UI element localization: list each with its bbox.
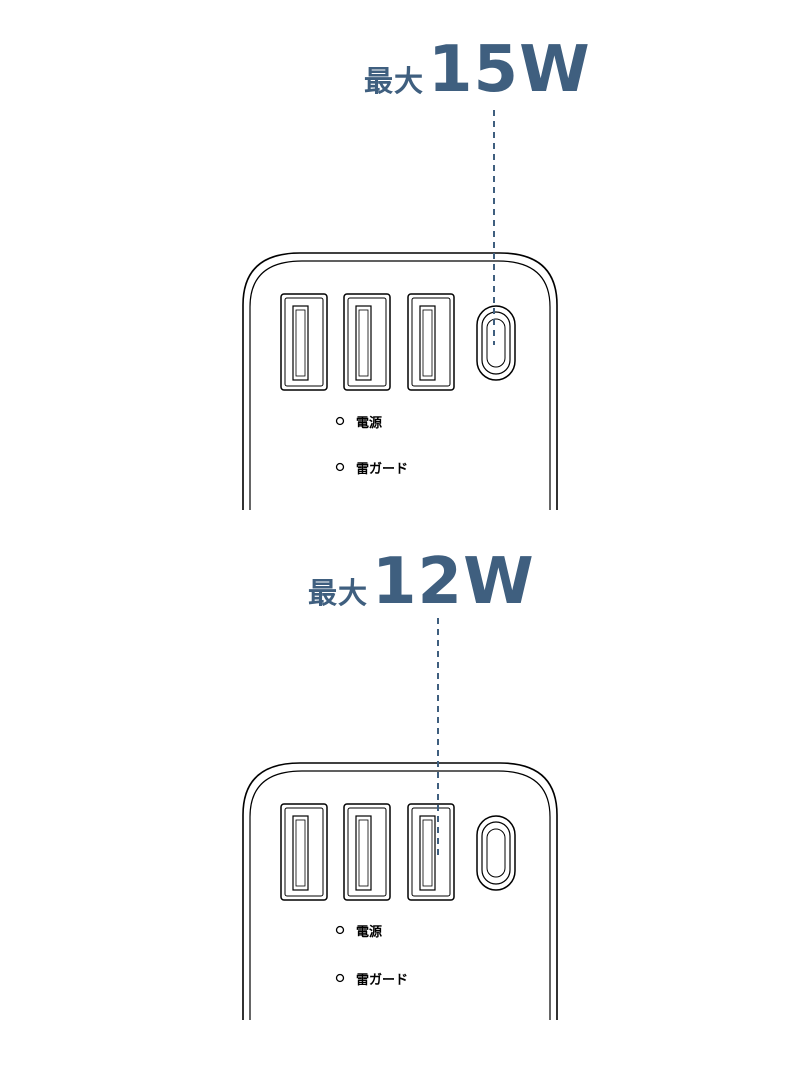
device-body-inner-outline: [249, 260, 551, 510]
power-indicator-label: 電源: [356, 416, 383, 431]
usb-c-port: [476, 815, 516, 891]
surge-led-icon: [335, 462, 345, 472]
usb-a-port-3: [407, 293, 455, 391]
callout-prefix: 最大: [364, 64, 425, 98]
power-strip-drawing-bottom: [242, 618, 558, 1020]
power-led-icon: [335, 925, 345, 935]
device-body-outline: [242, 252, 558, 510]
usb-a-port-1: [280, 293, 328, 391]
surge-led-icon: [335, 973, 345, 983]
callout-prefix: 最大: [308, 576, 369, 610]
power-led-icon: [335, 416, 345, 426]
max-output-callout: 最大 15W: [364, 38, 591, 102]
max-output-callout: 最大 12W: [308, 550, 535, 614]
power-strip-drawing-top: [242, 110, 558, 510]
surge-indicator-label: 雷ガード: [356, 462, 409, 477]
panel-usb-a: 最大 12W 電源 雷ガード: [0, 510, 800, 1020]
surge-indicator-label: 雷ガード: [356, 973, 409, 988]
power-indicator-label: 電源: [356, 925, 383, 940]
callout-wattage: 12W: [372, 545, 535, 619]
usb-a-port-2: [343, 293, 391, 391]
usb-a-port-3: [407, 803, 455, 901]
callout-wattage: 15W: [428, 33, 591, 107]
device-body-inner-outline: [249, 770, 551, 1020]
usb-a-port-1: [280, 803, 328, 901]
usb-c-port: [476, 305, 516, 381]
device-body-outline: [242, 762, 558, 1020]
panel-usb-c: 最大 15W 電源 雷ガード: [0, 0, 800, 510]
usb-a-port-2: [343, 803, 391, 901]
